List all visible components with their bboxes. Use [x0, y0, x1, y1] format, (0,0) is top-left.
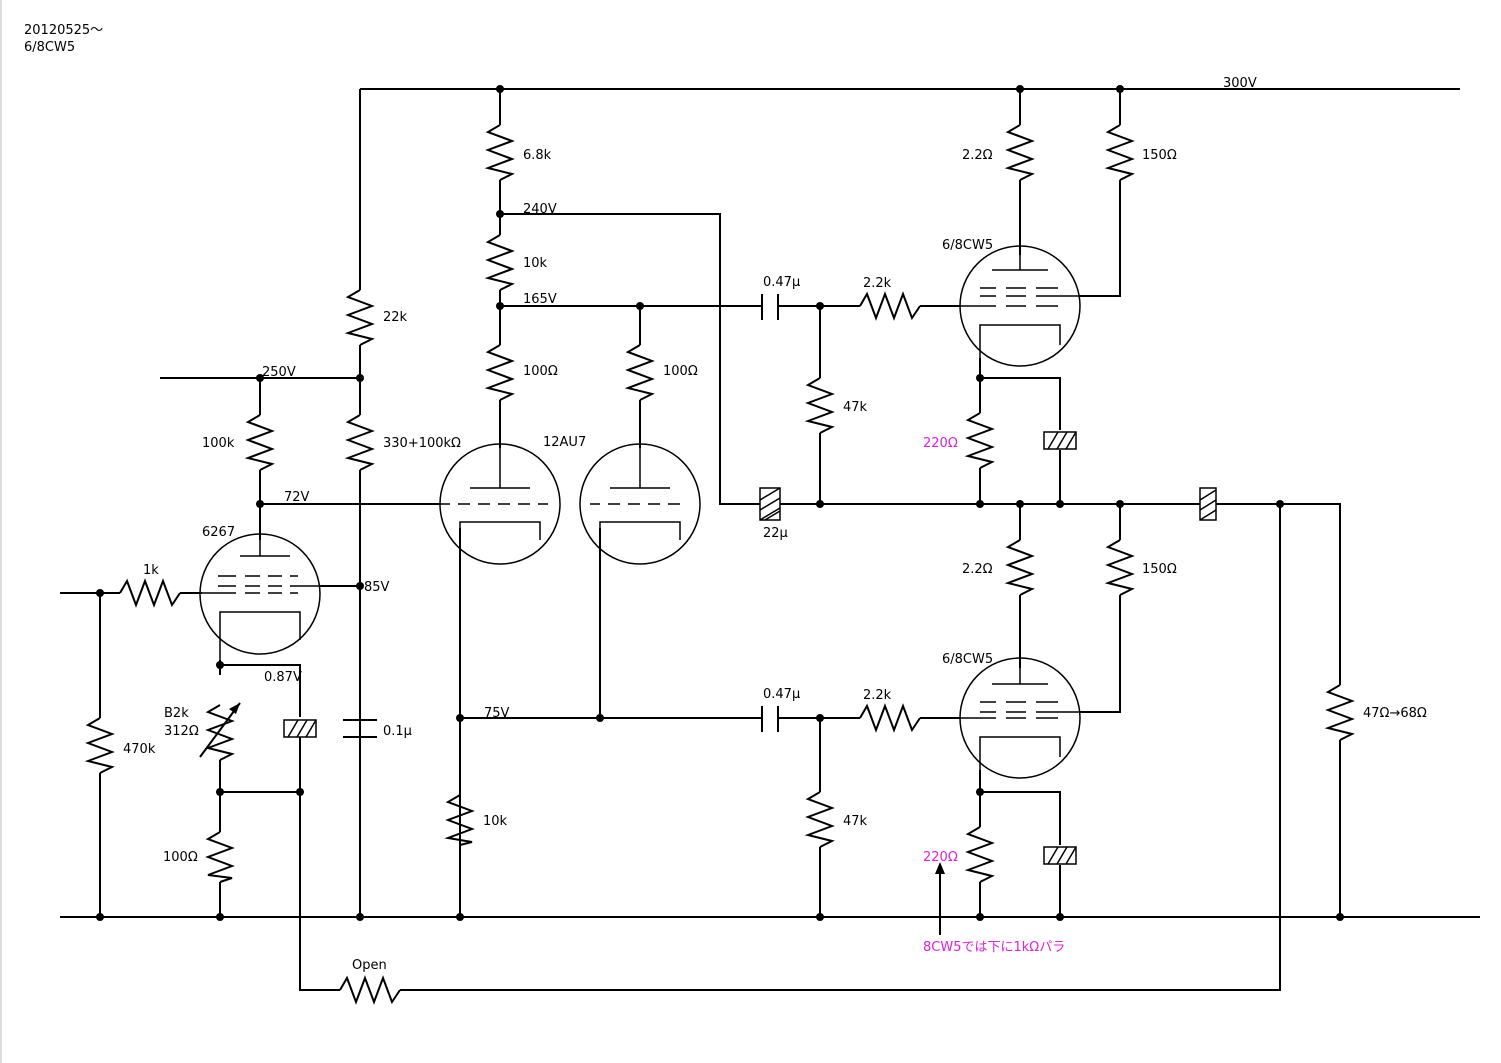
label-tube-6267: 6267	[202, 525, 235, 540]
label-r22k: 22k	[383, 310, 408, 325]
tube-cw5-bottom	[959, 657, 1081, 779]
note-arrow-head	[935, 862, 945, 874]
label-r10k-bottom: 10k	[483, 814, 508, 829]
resistor-10k-top	[484, 234, 515, 291]
label-vr-name: B2k	[164, 706, 189, 721]
variable-resistor	[204, 704, 235, 761]
resistor-100-cathode	[205, 831, 235, 883]
resistor-220-bottom	[964, 826, 995, 883]
label-r100-right: 100Ω	[663, 364, 698, 379]
resistor-47k-bottom	[804, 791, 835, 848]
label-r2r2-bottom: 2.2Ω	[962, 562, 993, 577]
label-r2k2-top: 2.2k	[863, 276, 892, 291]
label-r100k: 100k	[202, 436, 235, 451]
resistor-22k	[344, 289, 375, 346]
vr-arrow-head	[229, 703, 240, 714]
label-tube-cw5-top: 6/8CW5	[942, 238, 993, 253]
resistor-6k8	[484, 124, 515, 181]
resistor-470k	[84, 717, 115, 774]
label-c22u: 22μ	[763, 526, 788, 541]
label-c047-top: 0.47μ	[763, 275, 800, 290]
tube-12au7-a	[439, 443, 561, 565]
label-r10k-top: 10k	[523, 256, 548, 271]
resistor-330-100k	[344, 414, 375, 471]
label-85v: 85V	[364, 580, 390, 595]
resistor-220-top	[964, 412, 995, 469]
resistor-2k2-bottom	[859, 703, 921, 733]
label-vr-value: 312Ω	[164, 724, 199, 739]
capacitors	[283, 294, 1217, 865]
resistor-open	[339, 975, 401, 1005]
label-300v: 300V	[1223, 76, 1257, 91]
label-r-open: Open	[352, 958, 387, 973]
resistor-47k-top	[804, 377, 835, 434]
resistor-10k-bottom	[444, 794, 475, 846]
label-c01u: 0.1μ	[383, 724, 412, 739]
label-r100-cathode: 100Ω	[163, 850, 198, 865]
label-c047-bottom: 0.47μ	[763, 687, 800, 702]
label-r150-bottom: 150Ω	[1142, 562, 1177, 577]
labels: 300V 240V 165V 250V 72V 85V 0.87V 75V 62…	[123, 76, 1427, 973]
label-r330: 330+100kΩ	[383, 436, 461, 451]
label-r470k: 470k	[123, 742, 156, 757]
label-72v: 72V	[284, 490, 310, 505]
resistors	[84, 124, 1355, 1005]
label-r-load: 47Ω→68Ω	[1363, 706, 1427, 721]
resistor-100-left	[484, 344, 515, 401]
label-note: 8CW5では下に1kΩパラ	[923, 940, 1065, 955]
resistor-load	[1324, 684, 1355, 741]
resistor-1k	[119, 578, 181, 608]
resistor-2r2-bottom	[1004, 539, 1035, 596]
label-r220-top: 220Ω	[923, 436, 958, 451]
resistor-150-bottom	[1104, 539, 1135, 596]
label-r47k-top: 47k	[843, 400, 868, 415]
resistor-100k	[244, 414, 275, 471]
label-087v: 0.87V	[264, 670, 302, 685]
tube-12au7-b	[579, 443, 701, 565]
tube-6267	[199, 533, 321, 660]
label-r220-bottom: 220Ω	[923, 850, 958, 865]
header-model: 6/8CW5	[24, 40, 75, 55]
label-250v: 250V	[262, 365, 296, 380]
resistor-100-right	[624, 344, 655, 401]
label-r2r2-top: 2.2Ω	[962, 148, 993, 163]
label-r2k2-bottom: 2.2k	[863, 688, 892, 703]
junction-dots	[96, 85, 1344, 921]
label-75v: 75V	[484, 706, 510, 721]
label-tube-12au7: 12AU7	[543, 435, 586, 450]
label-r47k-bottom: 47k	[843, 814, 868, 829]
resistor-150-top	[1104, 124, 1135, 181]
resistor-2k2-top	[859, 291, 921, 321]
tube-cw5-top	[959, 245, 1081, 367]
label-165v: 165V	[523, 292, 557, 307]
label-240v: 240V	[523, 202, 557, 217]
label-r6k8: 6.8k	[523, 148, 552, 163]
resistor-2r2-top	[1004, 124, 1035, 181]
label-tube-cw5-bottom: 6/8CW5	[942, 652, 993, 667]
wires	[60, 88, 1480, 991]
label-r1k: 1k	[143, 563, 159, 578]
label-r100-left: 100Ω	[523, 364, 558, 379]
label-r150-top: 150Ω	[1142, 148, 1177, 163]
header-date: 20120525～	[24, 23, 103, 38]
